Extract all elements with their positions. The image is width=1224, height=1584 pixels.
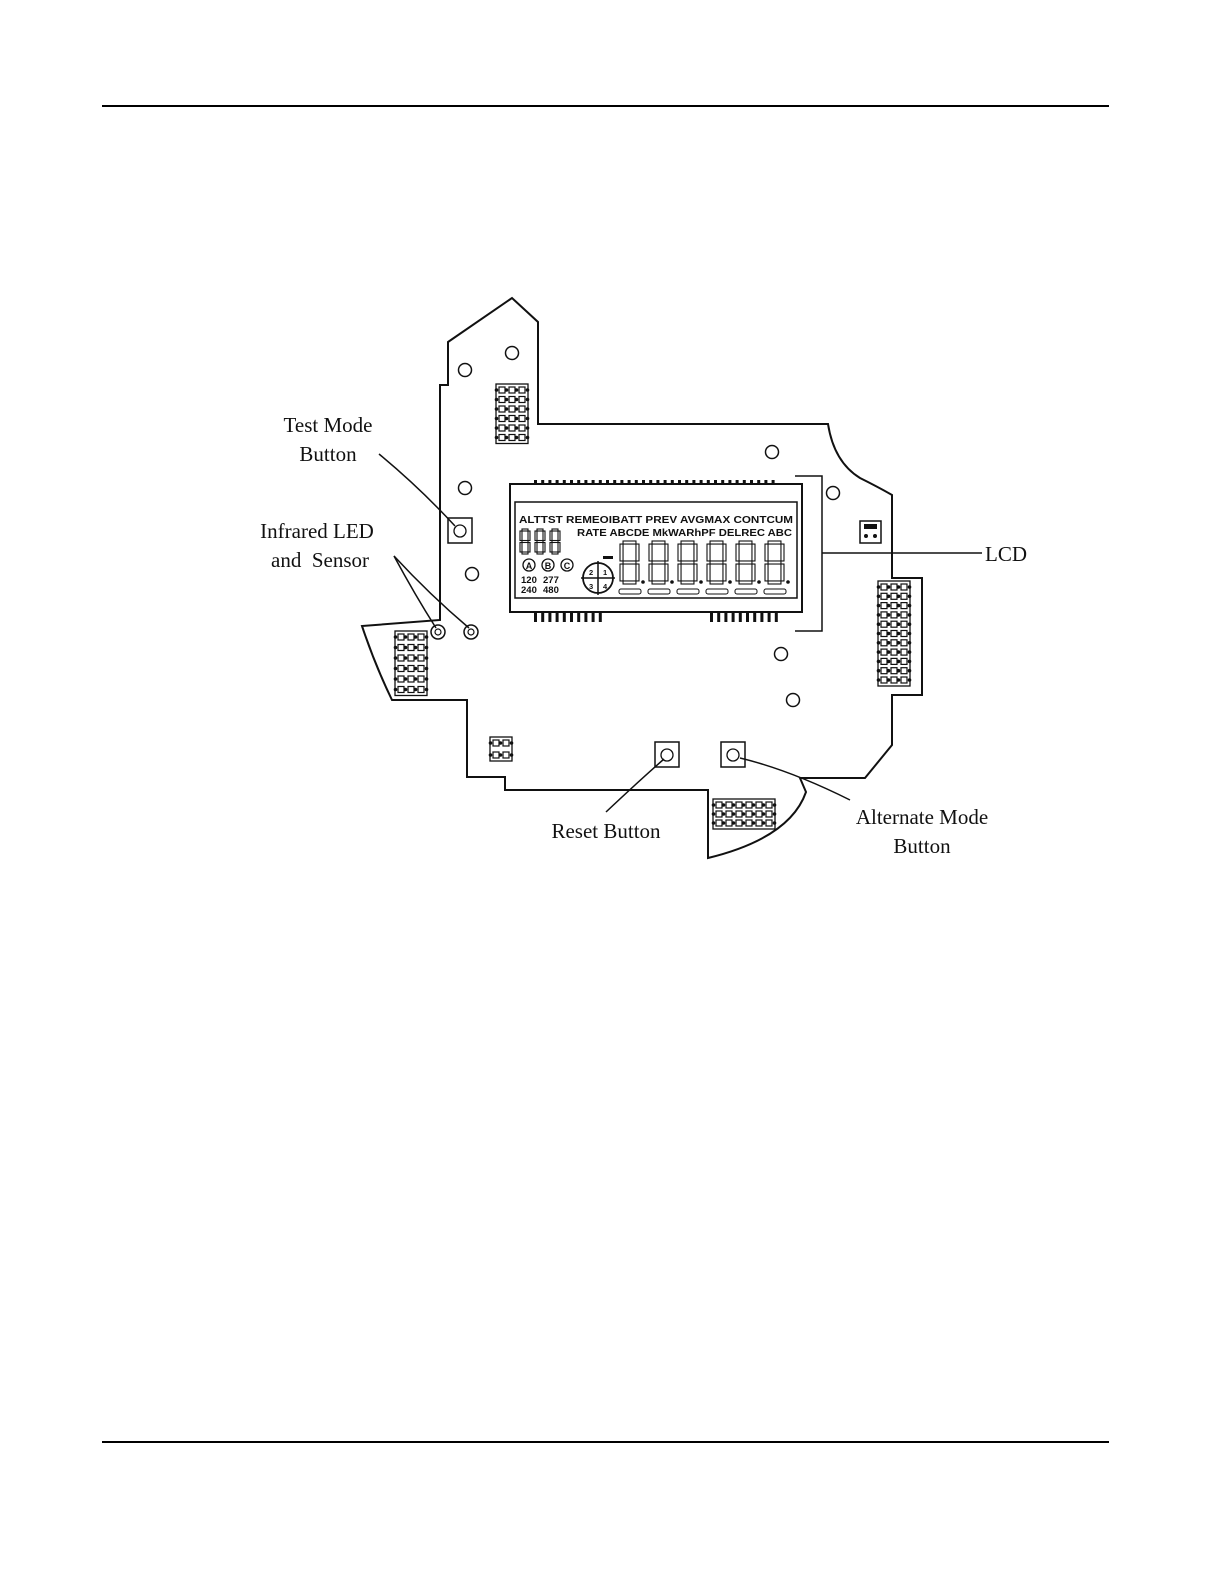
lcd-label: LCD xyxy=(985,542,1027,566)
mounting-hole xyxy=(787,694,800,707)
mounting-hole xyxy=(506,347,519,360)
pin-header xyxy=(489,737,514,761)
infrared-sensor xyxy=(464,625,478,639)
lcd-module: ALTTST REMEOIBATT PREV AVGMAX CONTCUM RA… xyxy=(510,480,802,622)
alternate-mode-button[interactable] xyxy=(721,742,745,767)
lcd-annunciator-row1: ALTTST REMEOIBATT PREV AVGMAX CONTCUM xyxy=(519,514,793,526)
quadrant-3: 3 xyxy=(589,582,593,591)
test-mode-label-line2: Button xyxy=(299,442,357,466)
phase-c-indicator: C xyxy=(564,561,571,571)
test-mode-label-line1: Test Mode xyxy=(284,413,373,437)
mounting-hole xyxy=(827,487,840,500)
quadrant-2: 2 xyxy=(589,568,593,577)
phase-indicators: A B C xyxy=(523,559,573,571)
mounting-hole xyxy=(466,568,479,581)
pin-header xyxy=(712,799,777,829)
infrared-label-line1: Infrared LED xyxy=(260,519,374,543)
pin-header xyxy=(495,384,530,444)
two-pin-component xyxy=(860,521,881,543)
voltage-240: 240 xyxy=(521,585,537,596)
infrared-led xyxy=(431,625,445,639)
infrared-label-line2: and Sensor xyxy=(271,548,369,572)
reset-button-label: Reset Button xyxy=(551,819,661,843)
mounting-hole xyxy=(775,648,788,661)
pin-header xyxy=(394,631,429,696)
voltage-480: 480 xyxy=(543,585,559,596)
phase-a-indicator: A xyxy=(526,561,533,571)
minus-sign-segment xyxy=(603,556,613,559)
mounting-hole xyxy=(766,446,779,459)
pin-header xyxy=(877,581,912,686)
phase-b-indicator: B xyxy=(545,561,552,571)
quadrant-1: 1 xyxy=(603,568,607,577)
alternate-mode-label-line1: Alternate Mode xyxy=(856,805,988,829)
mounting-hole xyxy=(459,482,472,495)
mounting-hole xyxy=(459,364,472,377)
lcd-annunciator-row2: RATE ABCDE MkWARhPF DELREC ABC xyxy=(577,528,792,539)
alternate-mode-label-line2: Button xyxy=(893,834,951,858)
